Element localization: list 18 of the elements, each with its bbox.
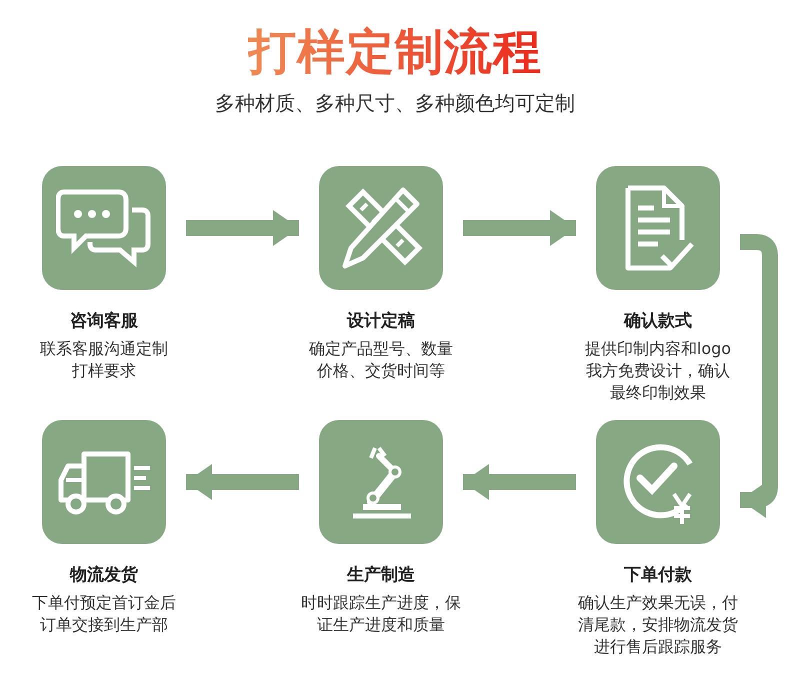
- step-heading: 确认款式: [624, 310, 692, 332]
- step-heading: 下单付款: [624, 564, 692, 586]
- arrow: [740, 234, 778, 518]
- step-description: 确定产品型号、数量价格、交货时间等: [308, 338, 454, 382]
- step-heading: 生产制造: [347, 564, 415, 586]
- step-description: 联系客服沟通定制打样要求: [39, 338, 169, 382]
- step-heading: 设计定稿: [347, 310, 415, 332]
- step-description: 提供印制内容和logo我方免费设计，确认最终印制效果: [584, 338, 732, 404]
- arrow: [186, 210, 299, 246]
- step-description: 时时跟踪生产进度，保证生产进度和质量: [300, 592, 462, 636]
- subtitle: 多种材质、多种尺寸、多种颜色均可定制: [215, 91, 575, 115]
- step-description: 确认生产效果无误，付清尾款，安排物流发货进行售后跟踪服务: [577, 592, 739, 658]
- step-heading: 物流发货: [70, 564, 138, 586]
- step-heading: 咨询客服: [70, 310, 138, 332]
- step-description: 下单付预定首订金后订单交接到生产部: [31, 592, 177, 636]
- arrow: [463, 464, 576, 500]
- arrow: [186, 464, 299, 500]
- arrow: [463, 210, 576, 246]
